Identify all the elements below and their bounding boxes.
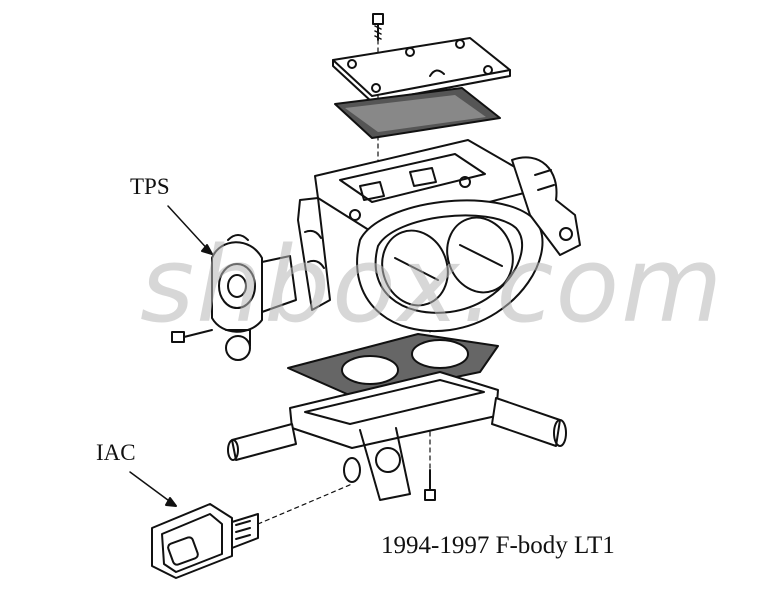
tps-pointer-arrow <box>167 205 213 255</box>
tps-label: TPS <box>130 174 170 199</box>
lower-bolt <box>424 469 436 501</box>
iac-label: IAC <box>96 440 136 465</box>
coolant-adapter <box>227 371 567 501</box>
top-cover-plate <box>332 37 511 103</box>
diagram-caption: 1994-1997 F-body LT1 <box>381 532 615 559</box>
iac-pointer-arrow <box>129 471 177 507</box>
base-gasket <box>287 333 499 399</box>
top-screw <box>372 13 384 41</box>
cover-gasket <box>334 87 501 139</box>
iac-valve <box>151 457 361 579</box>
tps-screw <box>171 329 213 343</box>
watermark: shbox.com <box>140 224 725 346</box>
throttle-body <box>297 139 581 333</box>
tps-sensor <box>211 234 297 361</box>
